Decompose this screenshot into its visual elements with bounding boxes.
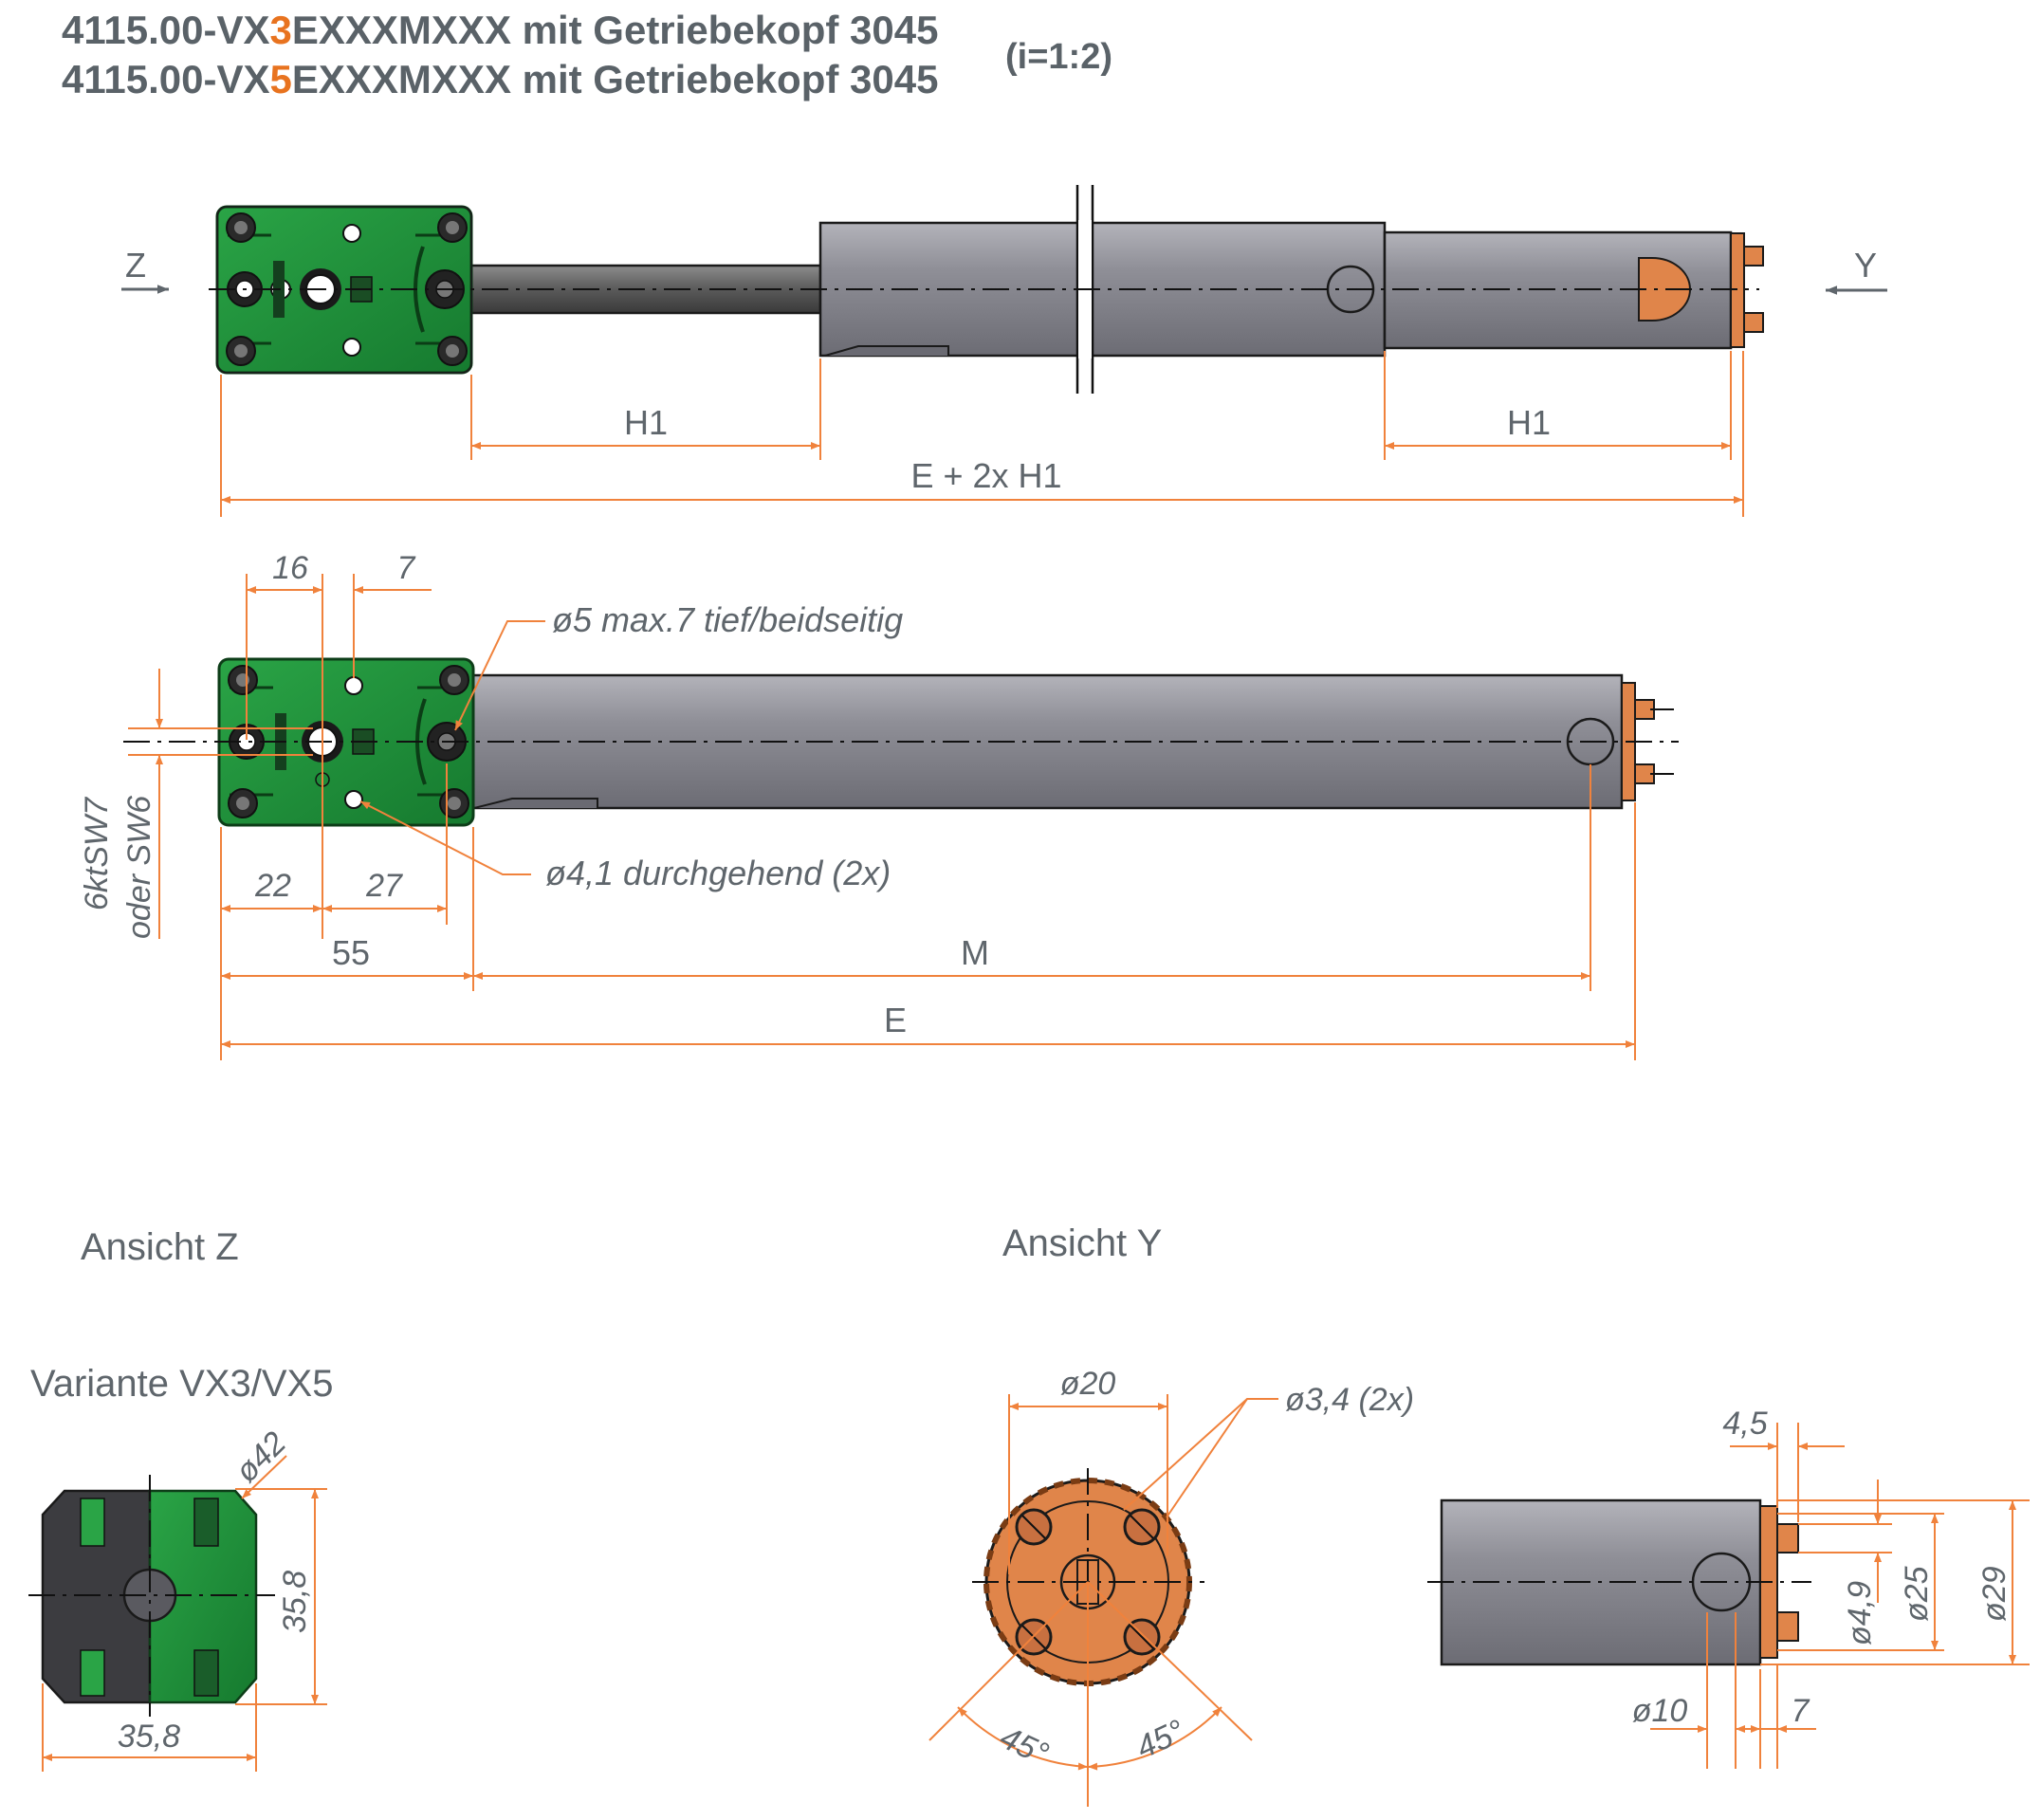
dim-dia4-9: ø4,9 <box>1842 1581 1878 1645</box>
detail-pin-top <box>1776 1523 1799 1553</box>
dim-7: 7 <box>397 550 416 586</box>
title-block: 4115.00-VX3EXXXMXXX mit Getriebekopf 304… <box>62 8 1112 101</box>
dim-22: 22 <box>254 868 291 904</box>
note-holes-3-4: ø3,4 (2x) <box>1285 1382 1414 1418</box>
gearbox-side <box>217 657 475 827</box>
dims-side-top <box>246 574 432 939</box>
top-view: Z Y <box>121 185 1887 517</box>
view-z: Ansicht Z Variante VX3/VX5 ø42 35,8 35,8 <box>28 1226 333 1772</box>
variant-label: Variante VX3/VX5 <box>30 1363 333 1405</box>
view-arrow-z-label: Z <box>125 246 146 285</box>
leader-lines <box>359 620 545 875</box>
dim-4-5: 4,5 <box>1722 1406 1767 1442</box>
note-through-hole: ø4,1 durchgehend (2x) <box>545 854 891 892</box>
end-detail: 4,5 ø4,9 ø25 ø29 ø10 7 <box>1427 1406 2030 1769</box>
hex-dimension <box>128 669 313 939</box>
dim-16: 16 <box>272 550 308 586</box>
title-line-1: 4115.00-VX3EXXXMXXX mit Getriebekopf 304… <box>62 8 938 52</box>
dim-m: M <box>961 933 989 972</box>
dims-side-bottom <box>220 763 1636 1060</box>
view-y: Ansicht Y ø20 <box>928 1223 1414 1807</box>
title-line-2: 4115.00-VX5EXXXMXXX mit Getriebekopf 304… <box>62 57 938 101</box>
dim-e: E <box>884 1001 907 1039</box>
side-tube-groove <box>473 798 598 809</box>
view-arrow-y-label: Y <box>1854 246 1877 285</box>
hex-size-line1: 6ktSW7 <box>79 797 115 910</box>
dim-dia25: ø25 <box>1899 1566 1935 1622</box>
view-z-label: Ansicht Z <box>81 1226 239 1268</box>
end-pin-bottom <box>1743 312 1764 333</box>
dims-top <box>220 351 1744 517</box>
dim-dia20: ø20 <box>1060 1366 1116 1402</box>
end-pin-top <box>1743 246 1764 267</box>
angle-left: 45° <box>995 1719 1055 1773</box>
dim-dia29: ø29 <box>1976 1566 2012 1622</box>
bearing-half <box>1638 257 1691 322</box>
dim-total-length: E + 2x H1 <box>910 456 1061 495</box>
dim-dia10: ø10 <box>1632 1693 1688 1729</box>
gear-ratio: (i=1:2) <box>1005 37 1112 77</box>
dim-27: 27 <box>365 868 403 904</box>
side-view: 6ktSW7 oder SW6 16 7 ø5 max.7 tief/beids… <box>79 550 1679 1060</box>
dim-55: 55 <box>332 933 370 972</box>
end-detail-dims <box>1650 1423 2030 1769</box>
dim-height-35-8: 35,8 <box>277 1571 313 1633</box>
note-blind-hole: ø5 max.7 tief/beidseitig <box>552 600 903 639</box>
view-y-label: Ansicht Y <box>1002 1223 1162 1264</box>
hex-size-line2: oder SW6 <box>121 796 157 939</box>
dim-7-end: 7 <box>1792 1693 1810 1729</box>
dim-h1-left: H1 <box>624 403 668 442</box>
dim-dia42: ø42 <box>229 1425 293 1489</box>
view-y-dims <box>928 1394 1278 1807</box>
dim-width-35-8: 35,8 <box>118 1719 180 1755</box>
detail-pin-bottom <box>1776 1611 1799 1642</box>
tube-groove <box>824 345 949 357</box>
view-z-dims <box>42 1455 327 1772</box>
dim-h1-right: H1 <box>1507 403 1551 442</box>
